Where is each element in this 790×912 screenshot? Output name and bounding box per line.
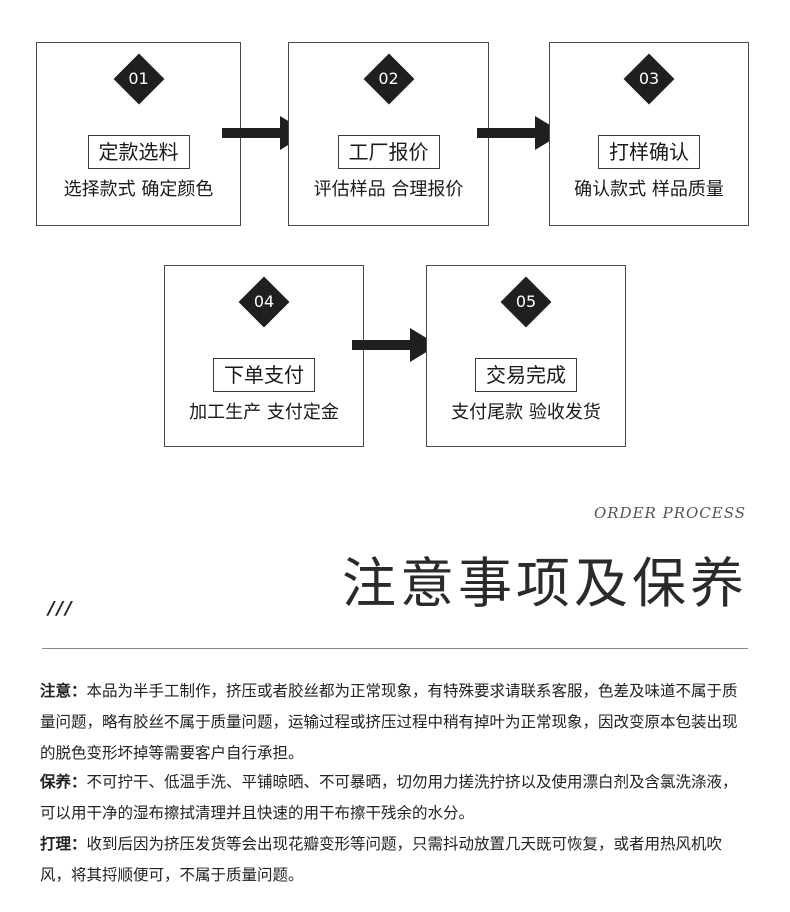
step-number: 02 [378, 69, 399, 88]
step-subtitle: 确认款式 样品质量 [574, 179, 724, 200]
right-arrow-icon [222, 116, 308, 150]
step-title: 下单支付 [213, 358, 315, 392]
divider [42, 648, 748, 649]
process-step-05: 05 交易完成 支付尾款 验收发货 [426, 265, 626, 447]
process-step-02: 02 工厂报价 评估样品 合理报价 [288, 42, 489, 226]
step-number: 04 [253, 292, 275, 311]
note-label: 注意： [40, 682, 87, 700]
step-number: 01 [128, 69, 149, 88]
step-subtitle: 评估样品 合理报价 [313, 179, 464, 200]
step-title: 定款选料 [87, 135, 190, 169]
note-text: 收到后因为挤压发货等会出现花瓣变形等问题，只需抖动放置几天既可恢复，或者用热风机… [40, 835, 723, 884]
english-section-label: ORDER PROCESS [593, 504, 746, 522]
note-maintenance: 保养：不可拧干、低温手洗、平铺晾晒、不可暴晒，切勿用力搓洗拧挤以及使用漂白剂及含… [40, 767, 752, 829]
process-step-04: 04 下单支付 加工生产 支付定金 [164, 265, 364, 447]
step-title: 打样确认 [598, 135, 700, 169]
step-number: 05 [515, 292, 537, 311]
section-title: 注意事项及保养 [342, 552, 748, 615]
note-care: 打理：收到后因为挤压发货等会出现花瓣变形等问题，只需抖动放置几天既可恢复，或者用… [40, 829, 752, 891]
note-text: 不可拧干、低温手洗、平铺晾晒、不可暴晒，切勿用力搓洗拧挤以及使用漂白剂及含氯洗涤… [40, 773, 738, 822]
step-subtitle: 支付尾款 验收发货 [451, 402, 601, 423]
note-label: 保养： [40, 773, 87, 791]
process-step-01: 01 定款选料 选择款式 确定颜色 [36, 42, 241, 226]
step-subtitle: 加工生产 支付定金 [189, 402, 339, 423]
note-label: 打理： [40, 835, 87, 853]
right-arrow-icon [352, 328, 438, 362]
step-number: 03 [638, 69, 660, 88]
process-step-03: 03 打样确认 确认款式 样品质量 [549, 42, 749, 226]
right-arrow-icon [477, 116, 563, 150]
step-title: 交易完成 [475, 358, 577, 392]
step-title: 工厂报价 [337, 135, 440, 169]
note-text: 本品为半手工制作，挤压或者胶丝都为正常现象，有特殊要求请联系客服，色差及味道不属… [40, 682, 738, 762]
step-subtitle: 选择款式 确定颜色 [63, 179, 214, 200]
slash-decoration: /// [48, 598, 74, 619]
note-attention: 注意：本品为半手工制作，挤压或者胶丝都为正常现象，有特殊要求请联系客服，色差及味… [40, 676, 752, 769]
